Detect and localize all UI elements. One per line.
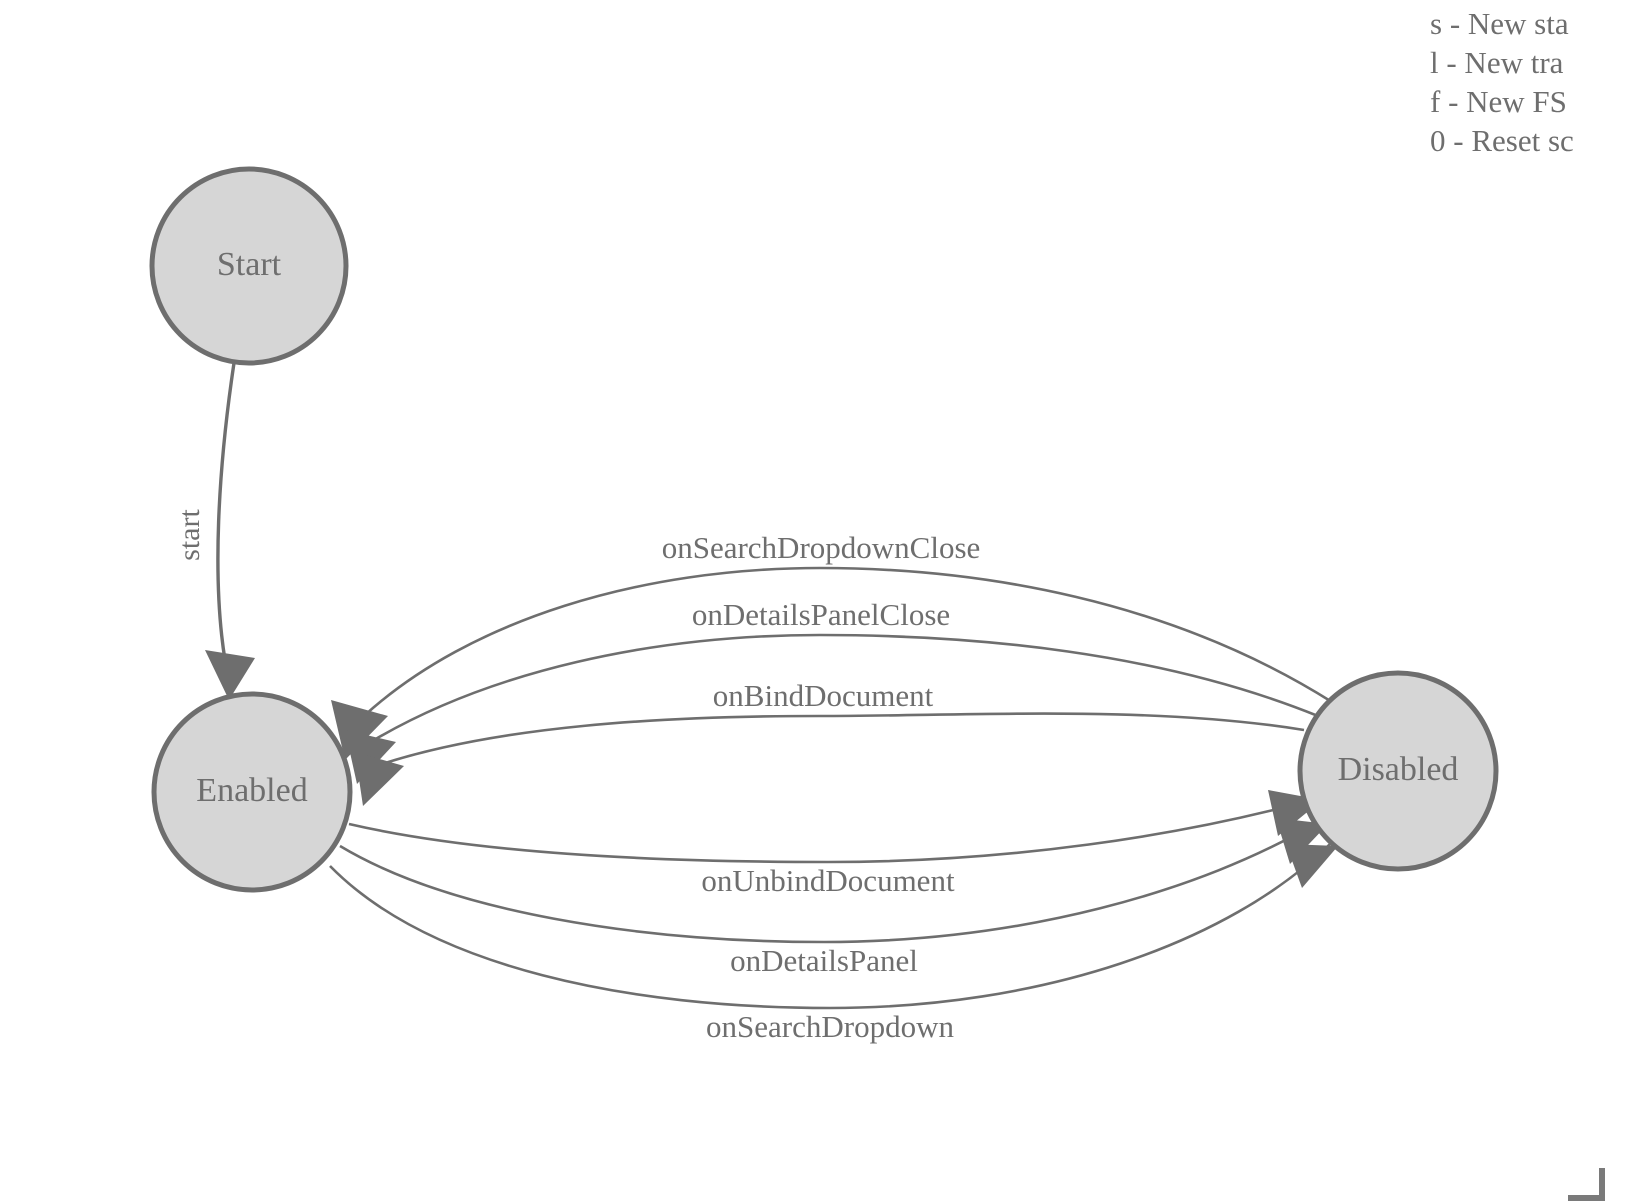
arrowhead-onsearchdropdownclose <box>331 700 388 760</box>
state-label-enabled: Enabled <box>196 772 307 809</box>
arrowhead-ondetailspanel <box>1276 818 1328 864</box>
state-node-start[interactable]: Start <box>149 166 349 366</box>
state-label-disabled: Disabled <box>1338 751 1459 788</box>
state-label-start: Start <box>217 246 282 283</box>
transition-onunbinddocument[interactable] <box>348 790 1322 864</box>
arrowhead-onsearchdropdown <box>1286 844 1338 888</box>
state-circle-enabled[interactable] <box>151 691 353 893</box>
transition-onsearchdropdown[interactable] <box>329 843 1338 1010</box>
state-node-disabled[interactable]: Disabled <box>1297 670 1499 872</box>
transition-ondetailspanel[interactable] <box>339 818 1328 944</box>
edge-path-onunbinddocument[interactable] <box>348 798 1313 864</box>
state-node-enabled[interactable]: Enabled <box>151 691 353 893</box>
edge-label-onbinddocument: onBindDocument <box>713 678 934 713</box>
edge-label-start: start <box>173 509 206 561</box>
help-line-reset: 0 - Reset sc <box>1430 123 1574 158</box>
help-line-new-fsm: f - New FS <box>1430 84 1567 119</box>
edge-path-ondetailspanelclose[interactable] <box>373 633 1319 742</box>
transition-onbinddocument[interactable] <box>355 712 1305 806</box>
edge-label-onsearchdropdownclose: onSearchDropdownClose <box>662 530 981 565</box>
state-circle-disabled[interactable] <box>1297 670 1499 872</box>
resize-corner-mark[interactable] <box>1568 1168 1605 1201</box>
help-line-new-state: s - New sta <box>1430 6 1569 41</box>
help-legend: s - New sta l - New tra f - New FS 0 - R… <box>1430 0 1632 160</box>
edge-label-ondetailspanel: onDetailsPanel <box>730 943 918 978</box>
help-line-new-transition: l - New tra <box>1430 45 1564 80</box>
edge-path-onbinddocument[interactable] <box>381 712 1305 766</box>
transition-onsearchdropdownclose[interactable] <box>331 566 1333 760</box>
transition-start-to-enabled[interactable] <box>205 362 255 700</box>
arrowhead-start-to-enabled <box>205 650 255 700</box>
edge-label-onsearchdropdown: onSearchDropdown <box>706 1009 954 1044</box>
edge-path-onsearchdropdown[interactable] <box>329 843 1331 1010</box>
state-circle-start[interactable] <box>149 166 349 366</box>
arrowhead-onbinddocument <box>355 752 404 806</box>
edge-path-onsearchdropdownclose[interactable] <box>364 566 1333 716</box>
edge-label-ondetailspanelclose: onDetailsPanelClose <box>692 597 950 632</box>
edge-path-ondetailspanel[interactable] <box>339 820 1319 944</box>
edge-label-onunbinddocument: onUnbindDocument <box>701 863 955 898</box>
edge-path-start[interactable] <box>216 362 236 661</box>
